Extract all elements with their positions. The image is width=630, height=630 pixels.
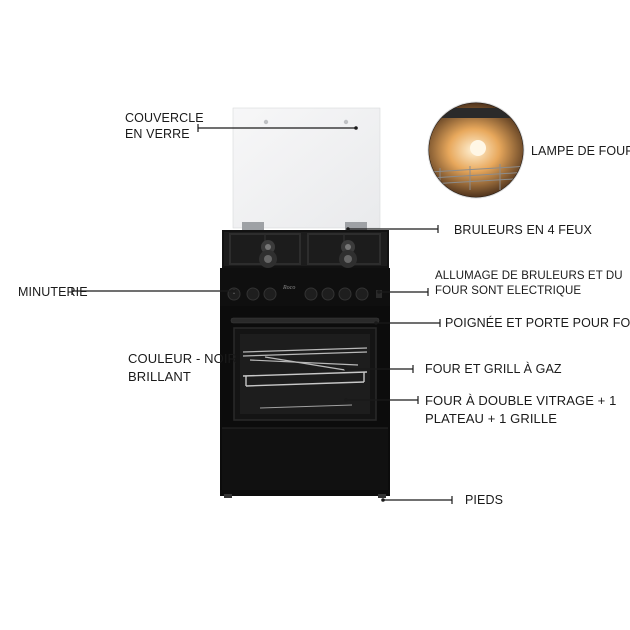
label-four-grill: FOUR ET GRILL À GAZ [425,362,562,376]
label-couleur-line1: COULEUR - NOIR [128,351,238,366]
control-knob [338,287,352,301]
label-couleur-line2: BRILLANT [128,369,191,384]
label-vitrage: FOUR À DOUBLE VITRAGE + 1 PLATEAU + 1 GR… [425,392,616,428]
label-couleur: COULEUR - NOIR BRILLANT [128,350,237,386]
label-bruleurs: BRULEURS EN 4 FEUX [454,223,592,237]
cooktop [222,230,389,268]
callout-lines [71,124,453,504]
label-lampe: LAMPE DE FOUR [531,144,630,158]
oven-tray [242,371,368,387]
oven-handle [230,317,380,324]
oven-rack [242,347,368,371]
oven-body [220,306,390,498]
control-knob [246,287,260,301]
label-allumage-line1: ALLUMAGE DE BRULEURS ET DU [435,270,623,282]
burner [341,240,355,254]
ignition-button [376,290,382,298]
label-couvercle: COUVERCLE EN VERRE [125,110,204,142]
label-vitrage-line2: PLATEAU + 1 GRILLE [425,411,557,426]
burner [261,240,275,254]
label-vitrage-line1: FOUR À DOUBLE VITRAGE + 1 [425,393,617,408]
label-allumage: ALLUMAGE DE BRULEURS ET DU FOUR SONT ELE… [435,269,623,299]
control-knob [355,287,369,301]
glass-lid [232,107,381,230]
oven-lamp-inset [427,101,525,199]
burner [259,250,277,268]
control-knob [321,287,335,301]
burner [339,250,357,268]
label-allumage-line2: FOUR SONT ELECTRIQUE [435,285,582,297]
control-knob [263,287,277,301]
label-couvercle-line2: EN VERRE [125,127,190,141]
control-panel: Roco [220,268,390,306]
label-pieds: PIEDS [465,493,504,507]
oven-tray-bottom [259,404,353,409]
brand-mark: Roco [282,285,295,291]
foot [378,494,386,498]
storage-drawer [222,428,388,490]
control-knob [304,287,318,301]
label-poignee: POIGNÉE ET PORTE POUR FOUR [445,316,630,330]
label-couvercle-line1: COUVERCLE [125,111,204,125]
label-minuterie: MINUTERIE [18,285,88,299]
foot [224,494,232,498]
